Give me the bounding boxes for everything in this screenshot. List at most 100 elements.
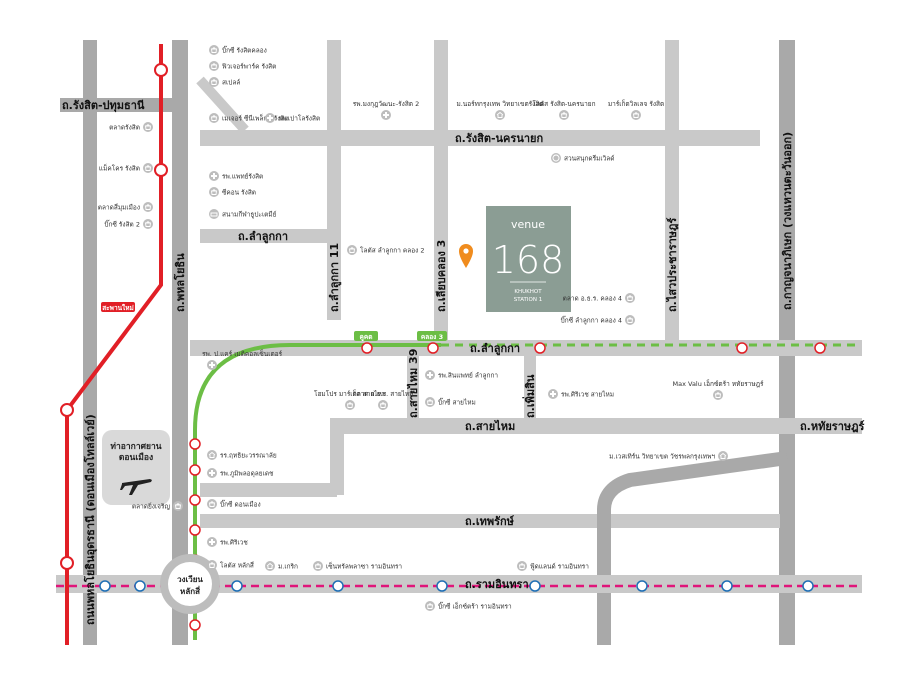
red-line-rail [60,44,168,645]
poi-lotus-laksi: โลตัส หลักสี่ [207,560,254,570]
poi-label: รพ.ศิริเวช สายไหม [561,391,614,399]
poi-label: รพ. ป.แคร์ เมดิคอลเซ็นเตอร์ [202,349,283,358]
circle-label-1: วงเวียน [177,574,203,584]
circle-label-2: หลักสี่ [180,585,200,596]
school-icon [207,450,217,460]
poi-label: รพ.ภูมิพลอดุลยเดช [220,470,274,478]
poi-label: ม.นอร์ทกรุงเทพ วิทยาเขตรังสิต [456,100,543,108]
poi-central-ramintra: เซ็นทรัลพลาซา รามอินทรา [313,561,402,571]
hospital-icon [265,113,275,123]
stadium-icon [209,209,219,219]
poi-uni-bangkok: ม.เวสเทิร์น วิทยาเขต วัชรพลกรุงเทพฯ [609,451,728,461]
shop-icon [517,561,527,571]
road-label-lam-luk-ka-main: ถ.ลำลูกกา [470,342,520,356]
poi-talad-rangsit: ตลาดรังสิต [109,122,153,132]
road-label-phermsin: ถ.เพิ่มสิน [522,374,537,418]
road-label-sai-khlong-3: ถ.เลียบคลอง 3 [435,240,448,312]
poi-home-market: โฮมโปร มาร์เก็ต สายไหม [314,389,386,410]
road-label-hathai-rat: ถ.หทัยราษฎร์ [800,420,865,433]
hospital-icon [425,370,435,380]
road-label-vibhavadi: ถนนพหลโยธินอุดรธานี (ดอนเมืองโทลล์เวย์) [83,414,98,625]
poi-label: มาร์เก็ตวิลเลจ รังสิต [608,99,664,108]
poi-label: ตลาดยิ่งเจริญ [132,502,171,511]
poi-u-ramintra: ม.เกริก [265,561,298,571]
logo-168: 168 [492,238,565,282]
poi-label: เมเจอร์ ซีนีเพล็กซ์ รังสิต [222,114,289,123]
shop-icon [209,61,219,71]
road-label-sai-mai-39: ถ.สายไหม 39 [406,349,420,418]
pink-line-station-icons [99,580,814,592]
poi-label: บิ๊กซี ลำลูกกา คลอง 4 [561,316,622,325]
shop-icon [143,219,153,229]
airport-line2: ดอนเมือง [119,452,153,463]
poi-bigc-lam-luk-ka: บิ๊กซี ลำลูกกา คลอง 4 [561,315,635,325]
airplane-icon [120,479,152,495]
shop-icon [143,122,153,132]
poi-label: สวนสนุกดรีมเวิลด์ [564,155,614,163]
shop-icon [631,110,641,120]
red-station-tag: สะพานใหม่ [101,302,135,312]
road-labels: ถ.รังสิต-ปทุมธานี ถ.รังสิต-นครนายก ถ.ลำล… [62,99,865,625]
poi-label: โลตัส รังสิต-นครนายก [532,100,595,108]
poi-label: แม็คโคร รังสิต [99,164,140,173]
road-label-ram-intra: ถ.รามอินทรา [465,578,529,591]
poi-lotus-lam-luk-ka: โลตัส ลำลูกกา คลอง 2 [347,245,425,255]
poi-label: รพ.เปาโลรังสิต [278,115,320,123]
shop-icon [313,561,323,571]
hospital-icon [207,360,217,370]
poi-label: โลตัส หลักสี่ [220,561,254,570]
poi-market-place: มาร์เก็ตวิลเลจ รังสิต [608,99,664,120]
poi-talad-yingcharoen: ตลาดยิ่งเจริญ [132,501,183,511]
green-station-tags: คูคต คลอง 3 [354,331,447,342]
road-label-phahonyothin: ถ.พหลโยธิน [173,253,187,312]
logo-sub1: KHUKHOT [514,289,542,295]
logo-venue: venue [511,218,545,231]
poi-school-anuban: รร.ฤทธิยะวรรณาลัย [207,450,277,460]
road-label-rangsit-pathumthani: ถ.รังสิต-ปทุมธานี [62,99,145,113]
poi-hosp-bhumibol2: รพ.ภูมิพลอดุลยเดช [207,468,274,478]
poi-future-park: ฟิวเจอร์พาร์ค รังสิต [209,61,276,71]
poi-talad-si-muang: ตลาดสี่มุมเมือง [98,202,153,212]
hospital-icon [209,171,219,181]
poi-label: ม.เวสเทิร์น วิทยาเขต วัชรพลกรุงเทพฯ [609,453,715,461]
poi-label: Max Valu เอ็กซ์ตร้า หทัยราษฎร์ [673,379,764,388]
shop-icon [625,293,635,303]
shop-icon [378,400,388,410]
school-icon [495,110,505,120]
poi-label: บิ๊กซี รังสิตคลอง [222,46,267,55]
poi-talad-or-tor-kor: ตลาด อ.ธ.ร. คลอง 4 [563,293,635,303]
shop-icon [209,187,219,197]
poi-stadium-rangsit: สนามกีฬาธูปะเตมีย์ [209,209,277,219]
poi-label: โฮมโปร มาร์เก็ต สายไหม [314,389,386,398]
poi-max-value: Max Valu เอ็กซ์ตร้า หทัยราษฎร์ [673,379,764,400]
poi-label: บิ๊กซี สายไหม [438,398,476,407]
poi-hosp-sinphat: รพ.สินแพทย์ ลำลูกกา [425,370,498,380]
poi-u-bangkok: ม.นอร์ทกรุงเทพ วิทยาเขตรังสิต [456,100,544,120]
poi-fashion-island: ฟู้ดแลนด์ รามอินทรา [517,561,589,571]
poi-label: ซีคอน รังสิต [222,189,256,197]
laksi-roundabout: วงเวียน หลักสี่ [160,554,220,614]
poi-label: โลตัส ลำลูกกา คลอง 2 [360,247,425,255]
road-label-rangsit-nakhonnayok: ถ.รังสิต-นครนายก [455,132,543,145]
poi-label: บิ๊กซี รังสิต 2 [104,220,140,229]
shop-icon [207,560,217,570]
road-label-kanchanaphisek: ถ.กาญจนาภิเษก (วงแหวนตะวันออก) [781,132,794,310]
poi-talad-or-tor-kor2: ตลาด อ.ธ.ร. สายไหม [352,390,414,410]
poi-label: รพ.ศิริเวช [220,539,248,547]
road-label-sai-wai-pracharat: ถ.ไสวประชาราษฎร์ [665,218,679,312]
shop-icon [345,400,355,410]
poi-hosp-mahaprachak: รพ.มงกุฎวัฒนะ-รังสิต 2 [353,100,419,120]
poi-hosp-bhumibol: รพ. ป.แคร์ เมดิคอลเซ็นเตอร์ [202,349,283,370]
road-label-lam-luk-ka-upper: ถ.ลำลูกกา [238,230,288,244]
poi-lotus-rangsit-nakhon: โลตัส รังสิต-นครนายก [532,100,596,120]
poi-label: ฟู้ดแลนด์ รามอินทรา [530,563,589,571]
poi-label: สเปลล์ [222,79,240,87]
shop-icon [425,601,435,611]
shop-icon [143,163,153,173]
shop-icon [209,77,219,87]
tag-saphan-mai: สะพานใหม่ [102,303,134,312]
poi-makro-rangsit: แม็คโคร รังสิต [99,163,153,173]
poi-label: รพ.มงกุฎวัฒนะ-รังสิต 2 [353,100,419,108]
poi-label: บิ๊กซี ดอนเมือง [220,500,261,509]
